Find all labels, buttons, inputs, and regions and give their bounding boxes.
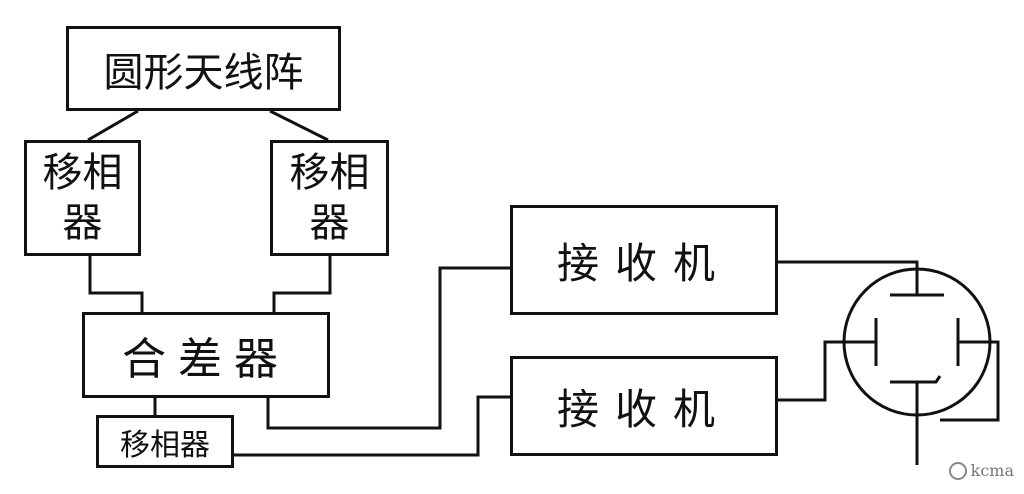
receiver-top-label: 接收机: [556, 238, 731, 288]
wire-bottom-receiver-to-crt: [778, 340, 876, 402]
wire-right-ps-to-sumdiff: [272, 256, 332, 312]
wire-antenna-to-right-phase-shifter: [269, 109, 329, 142]
circular-antenna-array-block: 圆形天线阵: [66, 26, 341, 111]
phase-shifter-right-label-line1: 移相: [289, 150, 370, 196]
watermark-text: kcma: [970, 461, 1014, 480]
phase-shifter-right-label-line2: 器: [309, 200, 350, 246]
receiver-bottom-label: 接收机: [556, 384, 731, 434]
wire-bottom-ps-to-bottom-receiver: [234, 395, 510, 457]
wire-antenna-to-left-phase-shifter: [87, 109, 139, 142]
wire-sumdiff-to-top-receiver: [266, 266, 510, 430]
wire-top-receiver-to-crt: [778, 260, 919, 295]
sum-diff-label: 合差器: [122, 334, 290, 385]
wire-crt-right-external: [940, 340, 1000, 422]
crt-plate-bottom: [890, 375, 942, 384]
wire-left-ps-to-sumdiff: [88, 256, 144, 312]
watermark-logo-icon: [948, 461, 967, 480]
phase-shifter-left-block: 移相 器: [24, 140, 141, 256]
phase-shifter-bottom-block: 移相器: [96, 415, 234, 468]
phase-shifter-right-block: 移相 器: [270, 140, 389, 256]
watermark: kcma: [948, 461, 1014, 480]
antenna-label: 圆形天线阵: [103, 49, 304, 96]
receiver-bottom-block: 接收机: [510, 356, 778, 456]
receiver-top-block: 接收机: [510, 205, 778, 315]
phase-shifter-left-label-line2: 器: [62, 200, 103, 246]
phase-shifter-bottom-label: 移相器: [120, 427, 210, 463]
sum-difference-combiner-block: 合差器: [82, 312, 330, 398]
crt-display: [842, 267, 992, 417]
phase-shifter-left-label-line1: 移相: [42, 150, 123, 196]
